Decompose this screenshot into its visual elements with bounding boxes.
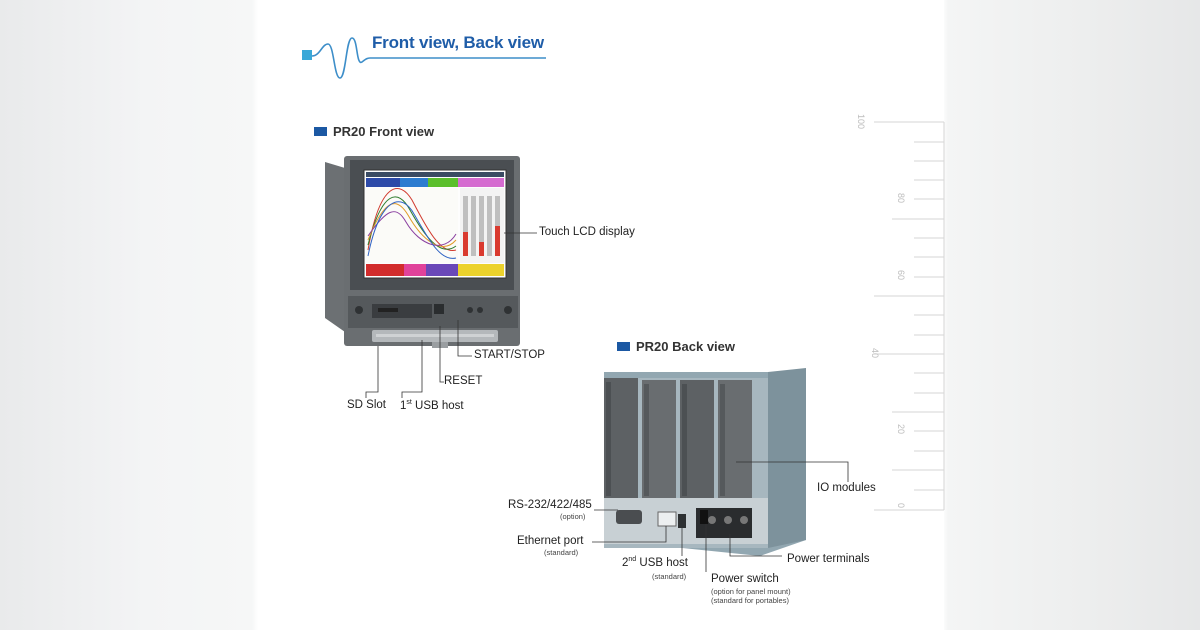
page-title: Front view, Back view — [372, 33, 544, 52]
ruler-label: 100 — [856, 114, 866, 130]
power-switch-note-2: (standard for portables) — [711, 596, 789, 605]
back-view-heading: PR20 Back view — [617, 339, 735, 354]
square-bullet-icon — [314, 127, 327, 137]
reset-label: RESET — [444, 375, 483, 387]
touch-lcd-label: Touch LCD display — [539, 226, 635, 238]
usb-host-1-label: 1st USB host — [400, 399, 464, 412]
ruler-label: 60 — [896, 270, 906, 281]
ethernet-note: (standard) — [544, 548, 579, 557]
start-stop-label: START/STOP — [474, 349, 545, 361]
ruler-scale — [874, 121, 945, 511]
power-switch-note-1: (option for panel mount) — [711, 587, 791, 596]
front-device-image — [325, 156, 520, 348]
usb-host-2-note: (standard) — [652, 572, 687, 581]
ruler-label: 20 — [896, 424, 906, 435]
ruler-label: 80 — [896, 193, 906, 204]
front-view-heading: PR20 Front view — [314, 124, 434, 139]
power-terminals-label: Power terminals — [787, 553, 870, 565]
wave-logo-icon — [302, 37, 546, 79]
usb-host-2-label: 2nd USB host — [622, 556, 688, 569]
front-leader-lines — [365, 232, 537, 398]
ethernet-label: Ethernet port — [517, 535, 584, 547]
back-device-image — [604, 368, 806, 556]
rs232-label: RS-232/422/485 — [508, 499, 592, 511]
back-leader-lines — [592, 461, 849, 572]
power-switch-label: Power switch — [711, 573, 779, 585]
square-bullet-icon — [617, 342, 630, 352]
ruler-label: 0 — [896, 503, 906, 509]
io-modules-label: IO modules — [817, 482, 876, 494]
rs232-note: (option) — [560, 512, 586, 521]
sd-slot-label: SD Slot — [347, 399, 386, 411]
ruler-label: 40 — [870, 348, 880, 359]
